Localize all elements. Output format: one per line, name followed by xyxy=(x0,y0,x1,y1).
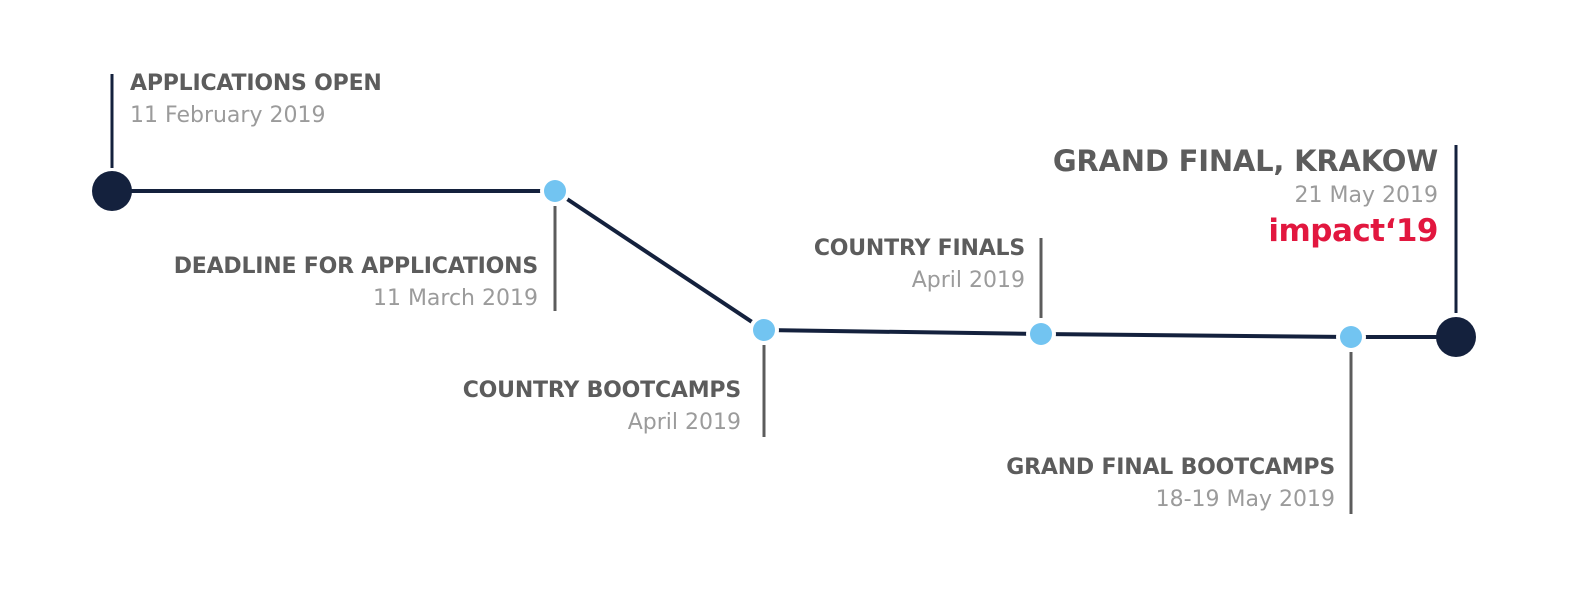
milestone-country-bootcamps: COUNTRY BOOTCAMPS April 2019 xyxy=(463,375,741,439)
milestone-node-deadline xyxy=(544,180,566,202)
milestone-title: GRAND FINAL BOOTCAMPS xyxy=(1006,455,1335,480)
milestone-deadline: DEADLINE FOR APPLICATIONS 11 March 2019 xyxy=(173,251,539,315)
milestone-applications-open: APPLICATIONS OPEN 11 February 2019 xyxy=(130,68,382,132)
timeline-segment xyxy=(1039,332,1353,339)
milestone-date: 11 February 2019 xyxy=(130,103,326,128)
milestone-grand-final-bootcamps: GRAND FINAL BOOTCAMPS 18-19 May 2019 xyxy=(1006,452,1335,516)
milestone-title: APPLICATIONS OPEN xyxy=(130,71,382,96)
milestone-country-finals: COUNTRY FINALS April 2019 xyxy=(814,233,1025,297)
milestone-title: GRAND FINAL, KRAKOW xyxy=(1052,144,1438,178)
milestone-node-country-bootcamps xyxy=(753,319,775,341)
milestone-date: April 2019 xyxy=(911,268,1025,293)
timeline-segment xyxy=(553,189,766,332)
milestone-grand-final: GRAND FINAL, KRAKOW 21 May 2019 impact‘1… xyxy=(1052,142,1439,250)
milestone-node-grand-final-bootcamps xyxy=(1340,326,1362,348)
milestone-title: DEADLINE FOR APPLICATIONS xyxy=(173,254,539,279)
timeline-path xyxy=(110,189,1458,339)
milestone-title: COUNTRY BOOTCAMPS xyxy=(462,378,741,403)
endpoint-node-grand-final xyxy=(1436,317,1476,357)
milestone-node-country-finals xyxy=(1030,323,1052,345)
milestone-title: COUNTRY FINALS xyxy=(813,236,1025,261)
timeline-nodes xyxy=(92,171,1476,357)
endpoint-node-applications-open xyxy=(92,171,132,211)
milestone-date: 11 March 2019 xyxy=(372,286,538,311)
impact-19-logo: impact‘19 xyxy=(1268,213,1438,249)
timeline-segment xyxy=(762,328,1043,336)
milestone-date: April 2019 xyxy=(627,410,741,435)
milestone-date: 21 May 2019 xyxy=(1294,183,1438,208)
timeline-stems xyxy=(110,74,1458,514)
milestone-date: 18-19 May 2019 xyxy=(1155,487,1335,512)
